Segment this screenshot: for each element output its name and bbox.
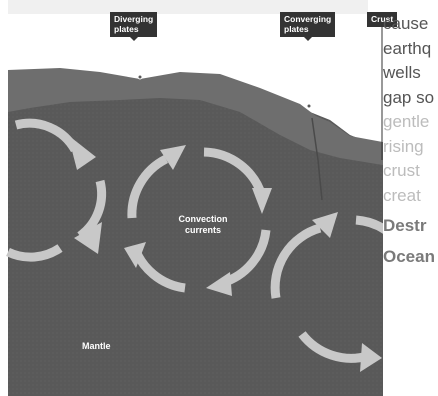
- converging-plates-label: Converging plates: [280, 12, 335, 37]
- side-text-line: rising: [383, 135, 438, 160]
- side-text-heading: Destr: [383, 214, 438, 239]
- side-text-line: wells: [383, 61, 438, 86]
- side-text-line: creat: [383, 184, 438, 209]
- side-text-line: earthq: [383, 37, 438, 62]
- side-text-heading: Ocean: [383, 245, 438, 270]
- mantle-label: Mantle: [82, 341, 111, 351]
- diverging-plates-label: Diverging plates: [110, 12, 157, 37]
- side-text: cause earthq wells gap so gentle rising …: [383, 12, 438, 269]
- side-text-line: gentle: [383, 110, 438, 135]
- convection-currents-label: Convection currents: [168, 214, 238, 236]
- side-text-line: gap so: [383, 86, 438, 111]
- side-text-line: crust: [383, 159, 438, 184]
- side-text-line: cause: [383, 12, 438, 37]
